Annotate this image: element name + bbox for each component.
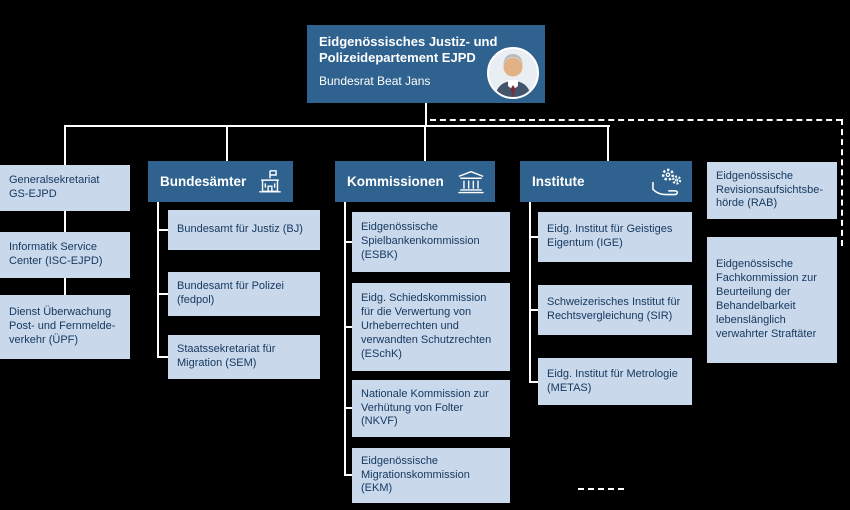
department-box: Eidgenössisches Justiz- und Polizeidepar… <box>307 25 545 103</box>
unit-box: Eidgenössische Spielbankenkommission (ES… <box>352 212 510 272</box>
unit-box: Eidgenössische Migrationskommission (EKM… <box>352 448 510 503</box>
connector-line <box>64 125 66 303</box>
connector-line <box>424 125 426 161</box>
government-building-icon <box>256 168 284 196</box>
independent-body-box: Eidgenössische Fachkommission zur Beurte… <box>707 237 837 363</box>
group-header-bundesaemter: Bundesämter <box>148 161 293 202</box>
connector-line <box>344 407 352 409</box>
connector-line <box>529 309 538 311</box>
unit-box: Eidg. Schiedskommission für die Verwertu… <box>352 283 510 371</box>
connector-line <box>344 202 346 475</box>
dashed-connector-line <box>430 119 842 121</box>
unit-box: Eidg. Institut für Geistiges Eigentum (I… <box>538 212 692 262</box>
unit-box: Nationale Kommission zur Verhütung von F… <box>352 380 510 437</box>
connector-line <box>157 356 168 358</box>
group-title: Institute <box>532 174 585 189</box>
connector-line <box>529 381 538 383</box>
group-title: Bundesämter <box>160 174 247 189</box>
connector-line <box>344 241 352 243</box>
connector-line <box>529 236 538 238</box>
unit-box: Bundesamt für Justiz (BJ) <box>168 210 320 250</box>
unit-box: Schweizerisches Institut für Rechtsvergl… <box>538 285 692 335</box>
connector-line <box>157 293 168 295</box>
connector-line <box>226 125 228 161</box>
group-header-institute: Institute <box>520 161 692 202</box>
unit-box: Eidg. Institut für Metrologie (METAS) <box>538 358 692 405</box>
staff-unit-box: Informatik Service Center (ISC-EJPD) <box>0 232 130 278</box>
connector-line <box>529 202 531 382</box>
connector-line <box>607 125 609 161</box>
connector-line <box>344 326 352 328</box>
connector-line <box>157 202 159 357</box>
staff-unit-box: Generalsekretariat GS-EJPD <box>0 165 130 211</box>
unit-box: Bundesamt für Polizei (fedpol) <box>168 272 320 316</box>
group-title: Kommissionen <box>347 174 444 189</box>
dashed-connector-line <box>841 119 843 246</box>
gears-in-hand-icon <box>650 167 683 197</box>
connector-line <box>344 474 352 476</box>
staff-unit-box: Dienst Überwachung Post- und Fernmelde­v… <box>0 295 130 359</box>
department-head: Bundesrat Beat Jans <box>319 73 431 88</box>
unit-box: Staatssekretariat für Migration (SEM) <box>168 335 320 379</box>
independent-body-box: Eidgenössische Revisionsaufsichtsbe­hörd… <box>707 162 837 219</box>
connector-line <box>425 103 427 125</box>
connector-line <box>157 229 168 231</box>
department-title: Eidgenössisches Justiz- und Polizeidepar… <box>319 34 498 66</box>
classical-building-icon <box>456 169 486 195</box>
connector-line <box>64 125 610 127</box>
group-header-kommissionen: Kommissionen <box>335 161 495 202</box>
portrait-photo <box>486 46 540 100</box>
dashed-connector-line <box>578 488 624 490</box>
